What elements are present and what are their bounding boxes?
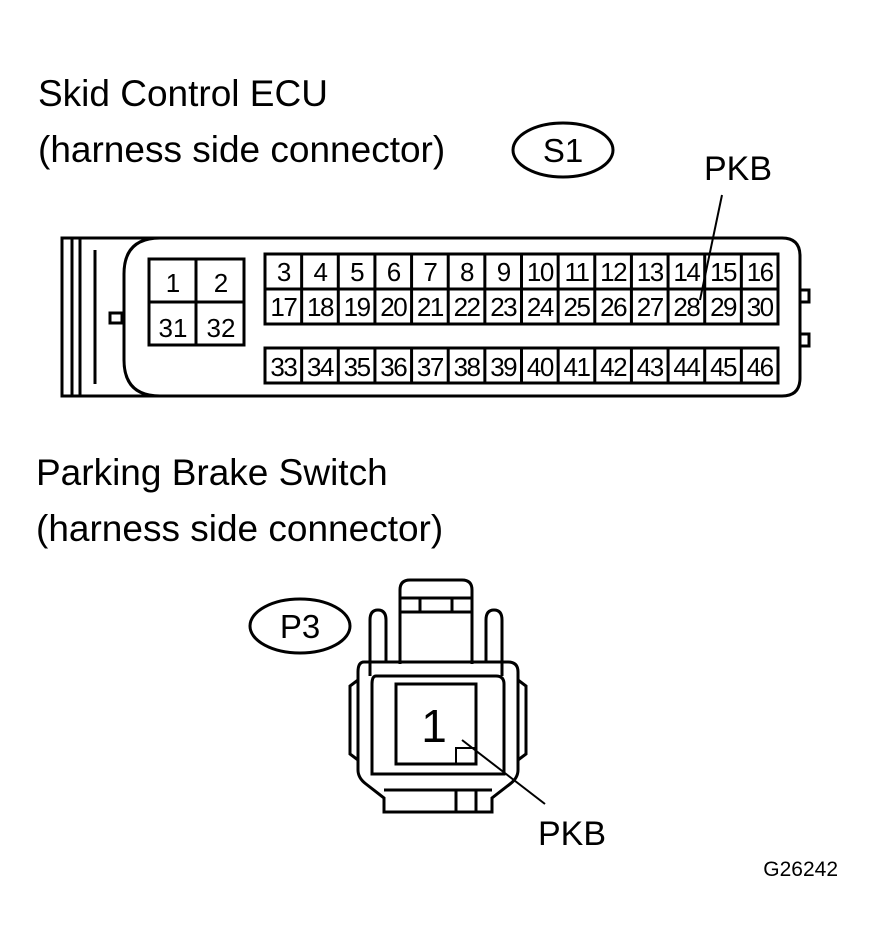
pin-31: 31 — [159, 313, 188, 343]
pin-9: 9 — [497, 257, 511, 287]
pin-1: 1 — [166, 268, 180, 298]
pin-39: 39 — [490, 352, 517, 382]
ecu-connector-id: S1 — [543, 132, 583, 169]
pin-38: 38 — [454, 352, 481, 382]
pin-21: 21 — [417, 292, 444, 322]
pin-7: 7 — [423, 257, 437, 287]
pin-43: 43 — [637, 352, 664, 382]
switch-title: Parking Brake Switch — [36, 452, 388, 493]
pin-6: 6 — [387, 257, 401, 287]
pin-41: 41 — [564, 352, 591, 382]
pin-10: 10 — [527, 257, 554, 287]
pin-8: 8 — [460, 257, 474, 287]
ecu-upper-pin-grid — [263, 252, 780, 326]
pin-25: 25 — [564, 292, 591, 322]
pin-29: 29 — [710, 292, 737, 322]
pin-42: 42 — [600, 352, 627, 382]
ecu-lower-pin-grid — [263, 346, 780, 385]
switch-pin-1: 1 — [421, 700, 447, 752]
pin-46: 46 — [747, 352, 774, 382]
switch-pkb-leader — [461, 739, 546, 805]
pin-33: 33 — [270, 352, 297, 382]
pin-20: 20 — [380, 292, 407, 322]
pin-2: 2 — [214, 268, 228, 298]
ecu-lower-pin-labels: 33 34 35 36 37 38 39 40 41 42 43 44 45 46 — [270, 352, 775, 382]
pin-24: 24 — [527, 292, 554, 322]
pin-36: 36 — [380, 352, 407, 382]
ecu-subtitle: (harness side connector) — [38, 129, 445, 170]
pin-28: 28 — [673, 292, 700, 322]
pin-40: 40 — [527, 352, 554, 382]
switch-connector: 1 — [348, 578, 528, 814]
pin-16: 16 — [747, 257, 774, 287]
pin-26: 26 — [600, 292, 627, 322]
pin-27: 27 — [637, 292, 664, 322]
ecu-pkb-label: PKB — [704, 150, 772, 188]
switch-pkb-label: PKB — [538, 815, 606, 853]
pin-35: 35 — [344, 352, 371, 382]
pin-30: 30 — [747, 292, 774, 322]
ecu-left-pin-block: 1 2 31 32 — [147, 257, 246, 347]
pin-13: 13 — [637, 257, 664, 287]
pin-11: 11 — [564, 257, 589, 287]
pin-19: 19 — [344, 292, 371, 322]
pin-12: 12 — [600, 257, 627, 287]
pin-18: 18 — [307, 292, 334, 322]
switch-connector-id: P3 — [280, 608, 320, 645]
switch-connector-id-badge: P3 — [248, 597, 352, 655]
pin-15: 15 — [710, 257, 737, 287]
pin-44: 44 — [673, 352, 700, 382]
pin-32: 32 — [207, 313, 236, 343]
ecu-connector — [60, 236, 811, 398]
pin-14: 14 — [673, 257, 700, 287]
ecu-title: Skid Control ECU — [38, 73, 328, 114]
pin-45: 45 — [710, 352, 737, 382]
pin-37: 37 — [417, 352, 444, 382]
pin-34: 34 — [307, 352, 334, 382]
figure-code: G26242 — [763, 858, 838, 881]
pin-22: 22 — [454, 292, 481, 322]
ecu-connector-id-badge: S1 — [511, 121, 615, 179]
pin-17: 17 — [270, 292, 297, 322]
switch-subtitle: (harness side connector) — [36, 508, 443, 549]
pin-23: 23 — [490, 292, 517, 322]
pin-3: 3 — [277, 257, 291, 287]
pin-5: 5 — [350, 257, 364, 287]
pin-4: 4 — [313, 257, 327, 287]
